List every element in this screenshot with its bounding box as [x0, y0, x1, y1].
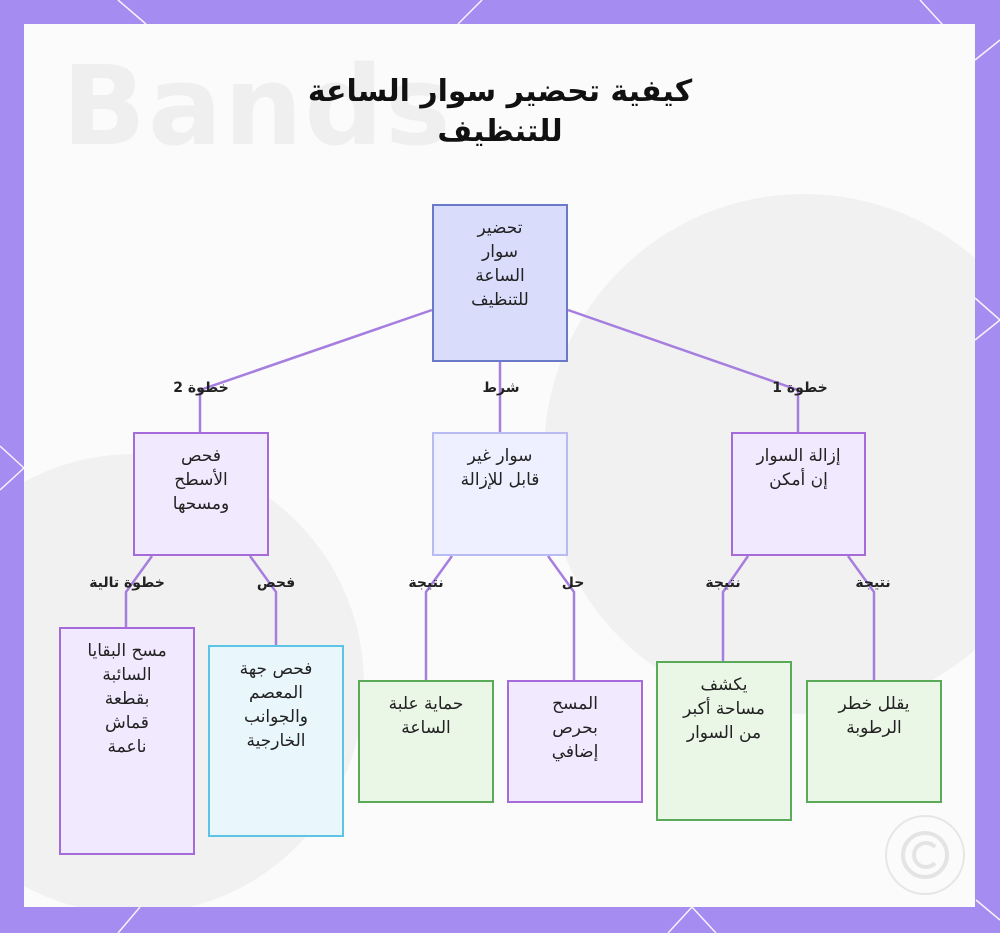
node-protect-case: حماية علبة الساعة [358, 680, 494, 803]
background-watermark: Bands [62, 42, 453, 170]
edge-inspect-to-sides [248, 555, 278, 645]
title-line-1: كيفية تحضير سوار الساعة [307, 74, 693, 109]
node-remove-strap: إزالة السوار إن أمكن [731, 432, 866, 556]
node-non-removable: سوار غير قابل للإزالة [432, 432, 568, 556]
edge-label-result: نتيجة [705, 575, 741, 591]
edge-label-step2: خطوة 2 [173, 380, 229, 396]
edge-label-condition: شرط [482, 380, 520, 396]
edge-label-result: نتيجة [408, 575, 444, 591]
node-inspect-sides: فحص جهة المعصم والجوانب الخارجية [208, 645, 344, 837]
edge-label-solution: حل [561, 575, 585, 591]
node-reveal-area: يكشف مساحة أكبر من السوار [656, 661, 792, 821]
title-line-2: للتنظيف [437, 114, 563, 149]
edge-nonremovable-to-wipe [546, 555, 576, 680]
edge-root-to-inspect [198, 308, 433, 432]
edge-root-to-remove [567, 308, 800, 432]
diagram-title: كيفية تحضير سوار الساعة للتنظيف [0, 72, 1000, 152]
edge-remove-to-reveal [721, 555, 750, 661]
node-careful-wipe: المسح بحرص إضافي [507, 680, 643, 803]
edge-label-inspect: فحص [256, 575, 296, 591]
edge-remove-to-moisture [846, 555, 876, 680]
edge-inspect-to-residue [124, 555, 154, 627]
edge-nonremovable-to-protect [424, 555, 454, 680]
node-reduce-moisture: يقلل خطر الرطوبة [806, 680, 942, 803]
node-inspect-surfaces: فحص الأسطح ومسحها [133, 432, 269, 556]
node-wipe-residue: مسح البقايا السائبة بقطعة قماش ناعمة [59, 627, 195, 855]
node-root: تحضير سوار الساعة للتنظيف [432, 204, 568, 362]
circular-logo-icon [885, 815, 965, 895]
edge-label-step1: خطوة 1 [772, 380, 828, 396]
edge-label-next-step: خطوة تالية [89, 575, 165, 591]
edge-label-result: نتيجة [855, 575, 891, 591]
